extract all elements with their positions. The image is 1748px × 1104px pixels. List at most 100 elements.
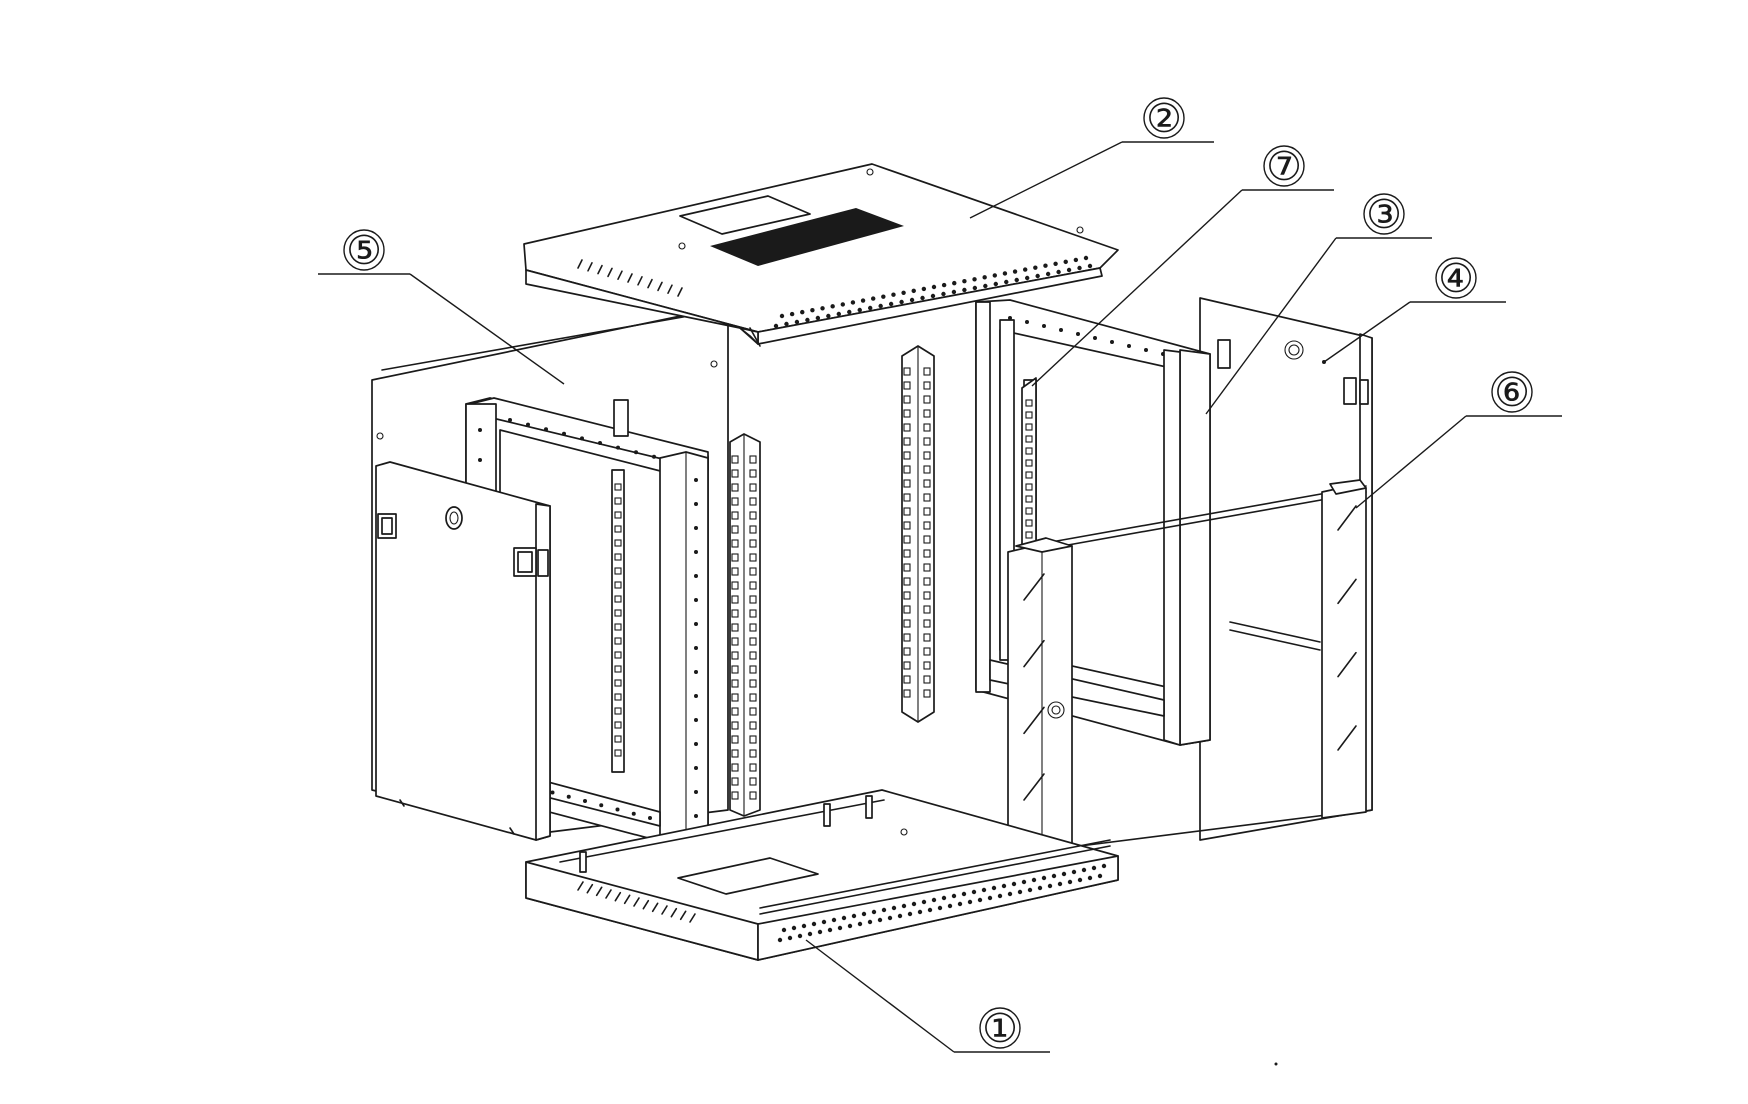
rail-hole xyxy=(903,437,911,446)
bar-hole xyxy=(987,895,993,901)
bar-hole xyxy=(899,299,904,305)
rail-hole xyxy=(1025,447,1033,455)
rail-hole xyxy=(731,525,739,534)
bar-hole xyxy=(1059,328,1063,332)
bar-hole xyxy=(1035,273,1040,279)
rail-hole xyxy=(923,465,931,474)
bar-hole xyxy=(805,317,810,323)
rail-hole xyxy=(903,591,911,600)
bar-hole xyxy=(580,436,584,441)
bar-hole xyxy=(1091,865,1097,871)
callout-3-label: ③ xyxy=(1366,192,1402,238)
bar-hole xyxy=(807,931,813,937)
bar-hole xyxy=(773,323,779,329)
callout-4-label: ④ xyxy=(1438,256,1474,302)
bar-hole xyxy=(794,319,800,325)
bar-hole xyxy=(857,307,862,313)
rail-hole xyxy=(614,511,622,519)
bar-hole xyxy=(826,313,831,319)
post-hole xyxy=(694,526,698,530)
rail-hole xyxy=(923,409,931,418)
bar-hole xyxy=(981,887,987,893)
front-door-panel xyxy=(375,461,551,841)
bar-hole xyxy=(1087,263,1093,269)
bar-hole xyxy=(1001,883,1007,889)
bar-hole xyxy=(871,909,877,915)
bar-hole xyxy=(801,923,807,929)
bar-hole xyxy=(1022,267,1028,272)
bar-hole xyxy=(779,313,785,319)
rail-hole xyxy=(903,479,911,488)
rail-hole xyxy=(923,633,931,642)
callout-2: ② xyxy=(969,96,1214,219)
rail-hole xyxy=(923,381,931,390)
bar-hole xyxy=(631,811,636,816)
rail-hole xyxy=(749,679,757,688)
bar-hole xyxy=(997,893,1003,899)
bar-hole xyxy=(1014,277,1019,283)
bar-hole xyxy=(1077,265,1082,271)
louver-slot xyxy=(1337,578,1357,605)
bar-hole xyxy=(1093,336,1097,340)
rail-hole xyxy=(731,791,739,800)
rail-hole xyxy=(923,451,931,460)
bar-hole xyxy=(836,311,841,317)
bar-hole xyxy=(1047,883,1053,889)
bar-hole xyxy=(930,293,936,299)
rail-hole xyxy=(923,563,931,572)
rail-hole xyxy=(1025,519,1033,527)
louver-slot xyxy=(597,264,603,275)
bar-hole xyxy=(860,298,866,303)
rail-hole xyxy=(614,497,622,505)
rail-hole xyxy=(731,707,739,716)
rail-hole xyxy=(614,693,622,701)
louver-slot xyxy=(679,910,687,921)
louver-slot xyxy=(647,278,653,289)
bar-hole xyxy=(784,321,789,327)
bar-hole xyxy=(599,803,604,808)
bar-hole xyxy=(917,909,923,915)
rail-hole xyxy=(731,665,739,674)
bar-hole xyxy=(857,921,863,927)
bar-hole xyxy=(789,311,795,317)
rail-hole xyxy=(923,675,931,684)
bar-hole xyxy=(887,915,893,921)
post-hole xyxy=(694,742,698,746)
louver-slot xyxy=(667,284,673,295)
bar-hole xyxy=(1021,879,1027,885)
rail-hole xyxy=(731,595,739,604)
bar-hole xyxy=(777,937,783,943)
bar-hole xyxy=(897,913,903,919)
rail-hole xyxy=(614,539,622,547)
rail-hole xyxy=(614,483,622,491)
bar-hole xyxy=(550,790,555,795)
bar-hole xyxy=(1110,340,1114,344)
bar-hole xyxy=(508,418,512,422)
rail-hole xyxy=(1025,471,1033,479)
bar-hole xyxy=(811,921,817,927)
rail-hole xyxy=(1025,435,1033,443)
bar-hole xyxy=(927,907,933,913)
rail-hole xyxy=(903,367,911,376)
rail-hole xyxy=(903,549,911,558)
bar-hole xyxy=(1061,871,1067,877)
bar-hole xyxy=(831,917,837,923)
louver-slot xyxy=(657,281,663,292)
callout-7-label: ⑦ xyxy=(1266,144,1302,190)
bar-hole xyxy=(634,450,638,455)
rail-hole xyxy=(749,595,757,604)
louver-slot xyxy=(637,275,643,286)
rail-hole xyxy=(731,483,739,492)
rail-hole xyxy=(923,437,931,446)
bar-hole xyxy=(1063,259,1068,265)
bottom-base xyxy=(525,789,1119,961)
bar-hole xyxy=(815,315,821,321)
bar-hole xyxy=(911,901,917,907)
louver-slot xyxy=(633,897,640,907)
rail-hole xyxy=(614,623,622,631)
louver-slot xyxy=(1023,773,1045,801)
bar-hole xyxy=(957,901,963,907)
rail-hole xyxy=(731,763,739,772)
rail-hole xyxy=(749,581,757,590)
rail-hole xyxy=(614,749,622,757)
